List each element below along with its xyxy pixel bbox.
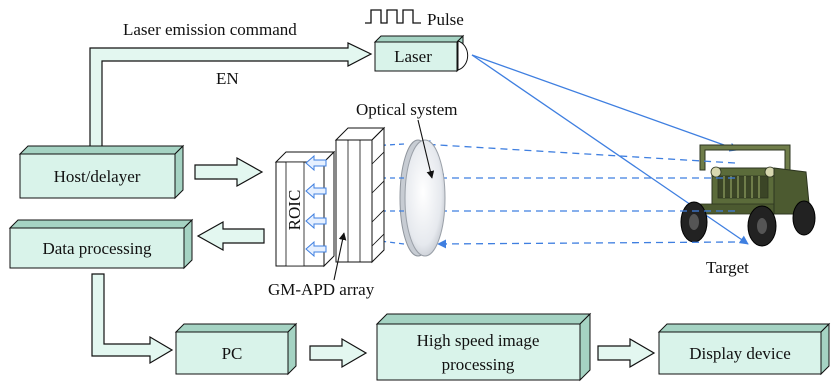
- display-device-box: [657, 322, 831, 376]
- pulse-label: Pulse: [427, 10, 464, 29]
- host-delayer-box: [18, 144, 185, 200]
- hsip-label-line1: High speed image: [417, 331, 540, 350]
- hsip-label-line2: processing: [442, 355, 515, 374]
- hsip-to-display-arrow: [597, 337, 656, 369]
- pc-to-hsip-arrow: [309, 337, 368, 369]
- optical-system-pointer: [417, 119, 435, 179]
- laser-beam-upper: [471, 54, 739, 152]
- roic-label: ROIC: [285, 190, 304, 231]
- processing-to-pc-arrow: [91, 273, 174, 365]
- data-processing-label: Data processing: [42, 239, 152, 258]
- laser-command-arrow: [89, 42, 373, 149]
- target-label: Target: [706, 258, 749, 277]
- data-processing-box: [8, 218, 194, 270]
- sensor-to-processing-arrow: [196, 220, 265, 252]
- optical-system-label: Optical system: [356, 100, 458, 119]
- hsip-box: [375, 312, 592, 382]
- gm-apd-label: GM-APD array: [268, 280, 375, 299]
- display-device-label: Display device: [689, 344, 791, 363]
- host-delayer-label: Host/delayer: [54, 167, 141, 186]
- pulse-waveform-icon: [365, 9, 421, 24]
- host-to-sensor-arrow: [194, 156, 264, 188]
- return-beam-1: [421, 139, 736, 164]
- laser-command-label: Laser emission command: [123, 20, 297, 39]
- optical-lens-icon: [399, 139, 446, 257]
- pc-label: PC: [222, 344, 243, 363]
- laser-label: Laser: [394, 47, 432, 66]
- laser-box: [373, 34, 469, 73]
- target-vehicle-icon: [680, 144, 816, 247]
- pc-box: [174, 322, 298, 376]
- en-label: EN: [216, 69, 239, 88]
- return-beam-4: [437, 239, 736, 249]
- gm-apd-pointer: [333, 232, 347, 281]
